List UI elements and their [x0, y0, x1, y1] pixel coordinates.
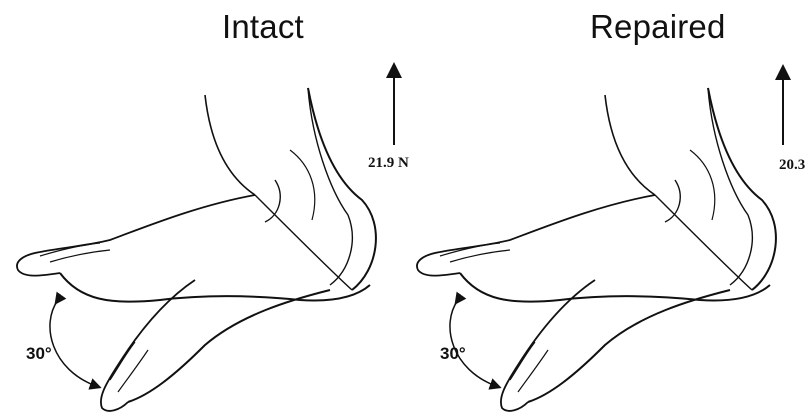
panel-title-repaired: Repaired — [590, 8, 726, 46]
intact-foot-illustration — [17, 88, 376, 411]
repaired-foot-illustration — [417, 88, 776, 411]
angle-label-repaired: 30° — [440, 344, 466, 364]
repaired-angle-arc — [450, 300, 496, 386]
intact-angle-arc — [50, 300, 96, 386]
force-label-intact: 21.9 N — [368, 155, 409, 172]
force-label-repaired: 20.3 — [779, 157, 805, 174]
panel-title-intact: Intact — [222, 8, 304, 46]
angle-label-intact: 30° — [26, 344, 52, 364]
